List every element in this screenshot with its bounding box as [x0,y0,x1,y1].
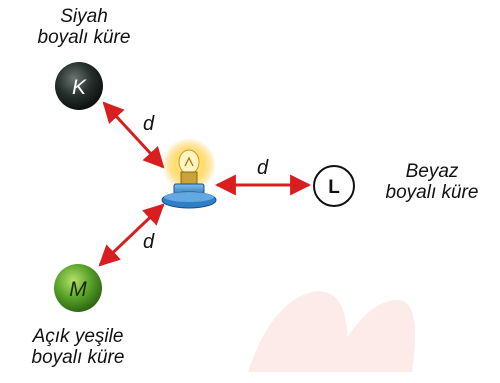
caption-m-line2: boyalı küre [31,347,125,368]
sphere-l [313,165,355,207]
arrow-lamp-to-m [98,203,165,267]
caption-l-line2: boyalı küre [385,182,479,203]
watermark-swoosh [248,291,416,372]
caption-k-line1: Siyah [60,6,108,27]
caption-k: Siyah boyalı küre [22,6,146,48]
distance-label-l: d [257,157,269,179]
sphere-m-letter: M [69,278,87,301]
distance-label-m: d [143,231,155,253]
caption-m-line1: Açık yeşile [32,326,124,347]
sphere-k-letter: K [72,76,87,99]
sphere-l-letter: L [328,177,340,198]
sphere-m [54,264,102,312]
sphere-k [55,62,103,110]
caption-m: Açık yeşile boyalı küre [12,326,144,368]
light-bulb-icon [161,138,217,209]
caption-l-line1: Beyaz [405,161,459,182]
arrow-lamp-to-k [102,101,165,169]
caption-l: Beyaz boyalı küre [368,161,496,203]
distance-label-k: d [143,113,155,135]
caption-k-line2: boyalı küre [37,27,131,48]
